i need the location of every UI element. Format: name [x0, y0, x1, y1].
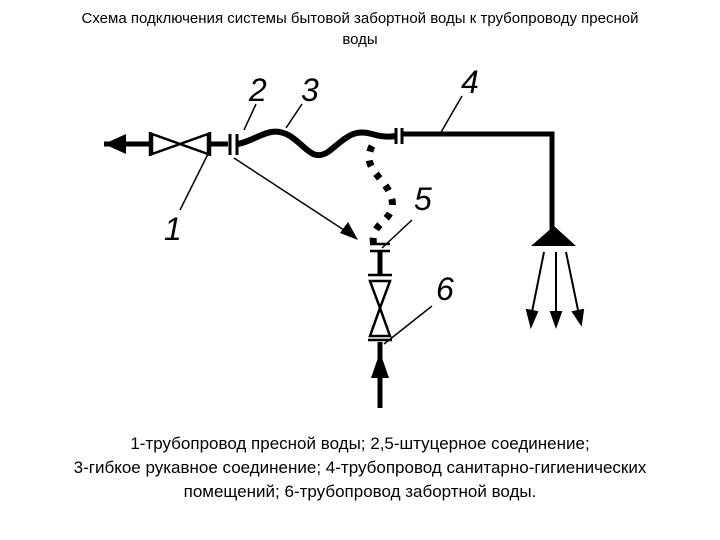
leader-line-5: [381, 219, 413, 249]
shower-head: [531, 226, 576, 246]
label-1: 1: [164, 211, 182, 247]
label-4: 4: [461, 64, 479, 100]
water-spray: [525, 251, 585, 330]
leader-line-1: [179, 149, 211, 211]
diagram-title: Схема подключения системы бытовой заборт…: [10, 8, 710, 50]
connection-arrow: [233, 157, 351, 235]
fresh-water-valve: [148, 132, 212, 156]
label-3: 3: [301, 72, 319, 108]
connection-arrow-head: [340, 222, 358, 240]
leader-line-2: [243, 103, 257, 131]
label-5: 5: [414, 181, 432, 217]
diagram-caption: 1-трубопровод пресной воды; 2,5-штуцерно…: [10, 432, 710, 504]
leader-line-4: [439, 95, 463, 135]
flexible-hose: [237, 128, 397, 159]
label-2: 2: [248, 72, 267, 108]
union-fitting-4: [394, 128, 404, 144]
caption-line-2: 3-гибкое рукавное соединение; 4-трубопро…: [73, 458, 647, 477]
leader-line-3: [285, 103, 303, 129]
label-6: 6: [436, 271, 454, 307]
outboard-inlet-arrow: [371, 352, 389, 378]
union-fitting-5: [370, 242, 390, 253]
outboard-water-valve: [368, 279, 392, 338]
title-line-2: воды: [342, 31, 378, 48]
sanitary-pipe: [402, 131, 555, 232]
caption-line-1: 1-трубопровод пресной воды; 2,5-штуцерно…: [130, 434, 590, 453]
caption-line-3: помещений; 6-трубопровод забортной воды.: [183, 482, 537, 501]
alternative-hose: [365, 144, 396, 247]
leader-lines: [179, 95, 463, 345]
title-line-1: Схема подключения системы бытовой заборт…: [81, 10, 639, 27]
leader-line-6: [383, 305, 433, 345]
union-fitting-2: [228, 134, 239, 155]
